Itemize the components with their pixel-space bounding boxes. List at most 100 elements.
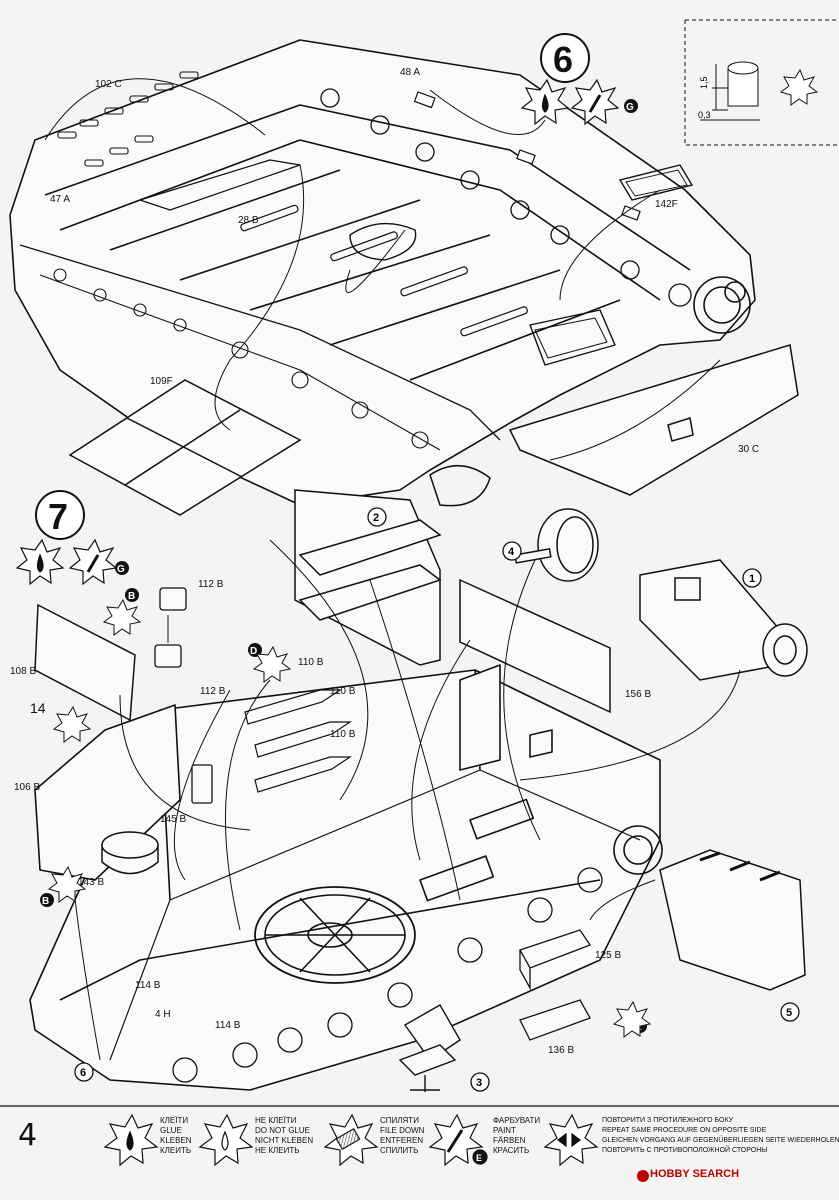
road-wheel-assembly [514, 508, 599, 582]
label-106b: 106 B [14, 782, 40, 793]
legend-repeat-ua: ПОВТОРИТИ З ПРОТИЛЕЖНОГО БОКУ [602, 1117, 734, 1124]
part-labels: 102 C 47 A 48 A 28 B 142F 109F 30 C 112 … [10, 67, 759, 1056]
paint-code-g1: G [626, 102, 634, 113]
repeat-opposite-icon [543, 1113, 599, 1167]
label-47a: 47 A [50, 194, 70, 205]
hull-lower-assembly [29, 664, 663, 1091]
legend-repeat-text: ПОВТОРИТИ З ПРОТИЛЕЖНОГО БОКУ REPEAT SAM… [602, 1116, 839, 1156]
part-108b [34, 603, 136, 722]
label-108b: 108 B [10, 666, 36, 677]
label-125b: 125 B [595, 950, 621, 961]
label-28b: 28 B [238, 215, 259, 226]
part-142f [618, 164, 694, 201]
part-143b [101, 831, 159, 875]
paint-code-d: D [250, 646, 257, 657]
paint-icon [570, 78, 620, 126]
sub-step-3: 3 [476, 1077, 482, 1089]
legend-file-down-ru: СПИЛИТЬ [380, 1146, 419, 1155]
label-109f: 109F [150, 376, 173, 387]
paint-code-g2: G [117, 564, 125, 575]
label-110b-3: 110 B [330, 729, 356, 740]
sub-step-2: 2 [373, 512, 379, 524]
legend-glue-text: КЛЕЇТИ GLUE KLEBEN КЛЕИТЬ [160, 1116, 192, 1156]
label-143b: 143 B [78, 877, 104, 888]
paint-code-b2: B [42, 896, 49, 907]
assembly-arrows-step6 [44, 78, 721, 461]
sub-step-5: 5 [786, 1007, 792, 1019]
hobby-search-logo-mark [637, 1170, 649, 1182]
glue-icon [520, 78, 570, 126]
legend-paint-ua: ФАРБУВАТИ [493, 1116, 541, 1125]
legend-glue-de: KLEBEN [160, 1136, 192, 1145]
legend-paint-ru: КРАСИТЬ [493, 1146, 530, 1155]
label-30c: 30 C [738, 444, 759, 455]
label-156b: 156 B [625, 689, 651, 700]
legend-no-glue-en: DO NOT GLUE [255, 1126, 310, 1135]
legend-no-glue-de: NICHT KLEBEN [255, 1136, 314, 1145]
label-110b-2: 110 B [330, 686, 356, 697]
watermark: HOBBY SEARCH [650, 1168, 740, 1180]
legend-file-down-de: ENTFEREN [380, 1136, 424, 1145]
label-48a: 48 A [400, 67, 420, 78]
paint-code-b1: B [128, 591, 135, 602]
label-112b-bottom: 112 B [200, 686, 226, 697]
label-136b: 136 B [548, 1045, 574, 1056]
label-114b-1: 114 B [135, 980, 161, 991]
legend-glue-ru: КЛЕИТЬ [160, 1146, 192, 1155]
legend-repeat-en: REPEAT SAME PROCEDURE ON OPPOSITE SIDE [602, 1127, 767, 1134]
legend-glue-ua: КЛЕЇТИ [160, 1116, 189, 1125]
legend-paint-en: PAINT [493, 1126, 516, 1135]
label-145b: 145 B [160, 814, 186, 825]
page-number: 4 [18, 1118, 38, 1153]
inset-dim-2: 0,3 [698, 110, 711, 120]
legend-paint-text: ФАРБУВАТИ PAINT FÄRBEN КРАСИТЬ [493, 1116, 540, 1156]
legend-repeat-ru: ПОВТОРИТЬ С ПРОТИВОПОЛОЖНОЙ СТОРОНЫ [602, 1147, 768, 1154]
detail-inset [684, 19, 839, 146]
part-30c [508, 344, 799, 496]
label-14: 14 [30, 700, 46, 716]
sub-step-4: 4 [508, 546, 515, 558]
label-102c: 102 C [95, 79, 122, 90]
driver-seat [398, 1004, 461, 1092]
paint-icon [47, 68, 819, 1038]
label-142f: 142F [655, 199, 678, 210]
label-114b-2: 114 B [215, 1020, 241, 1031]
sub-step-1: 1 [749, 573, 755, 585]
part-109f [68, 379, 302, 516]
legend: КЛЕЇТИ GLUE KLEBEN КЛЕИТЬ НЕ КЛЕЇТИ DO N… [0, 1106, 839, 1186]
part-136b [519, 999, 591, 1041]
engine-block [659, 849, 806, 991]
no-glue-icon [198, 1113, 254, 1167]
part-48a [413, 91, 641, 221]
legend-file-down-text: СПИЛЯТИ FILE DOWN ENTFEREN СПИЛИТЬ [380, 1116, 424, 1156]
label-110b-1: 110 B [298, 657, 324, 668]
transmission-assembly [639, 559, 808, 681]
step-7-circle [35, 490, 85, 540]
paint-icon [428, 1113, 488, 1167]
paint-code-circle [40, 561, 647, 1033]
sub-step-circles [74, 507, 800, 1092]
step-7-number: 7 [48, 496, 68, 537]
sub-step-6: 6 [80, 1067, 86, 1079]
legend-no-glue-ua: НЕ КЛЕЇТИ [255, 1116, 297, 1125]
assembly-arrows-step7 [72, 539, 741, 1061]
label-4h: 4 H [155, 1009, 171, 1020]
legend-no-glue-ru: НЕ КЛЕИТЬ [255, 1146, 300, 1155]
legend-paint-de: FÄRBEN [493, 1136, 526, 1145]
part-125b [519, 929, 591, 991]
step-6-circle [540, 33, 590, 83]
part-145b [191, 764, 213, 804]
part-156b [459, 578, 611, 714]
part-112b [154, 587, 187, 668]
inset-dim-1: 1,5 [699, 76, 709, 89]
legend-no-glue-text: НЕ КЛЕЇТИ DO NOT GLUE NICHT KLEBEN НЕ КЛ… [255, 1116, 313, 1156]
paint-icon [68, 538, 118, 586]
glue-icon [103, 1113, 159, 1167]
part-110b-shells [244, 689, 352, 793]
label-112b-top: 112 B [198, 579, 224, 590]
ammo-rack-plate [294, 489, 442, 666]
step-6-number: 6 [553, 39, 573, 80]
paint-code-circle [624, 99, 638, 113]
legend-repeat-de: GLEICHEN VORGANG AUF GEGENÜBERLIEGEN SEI… [602, 1137, 839, 1144]
